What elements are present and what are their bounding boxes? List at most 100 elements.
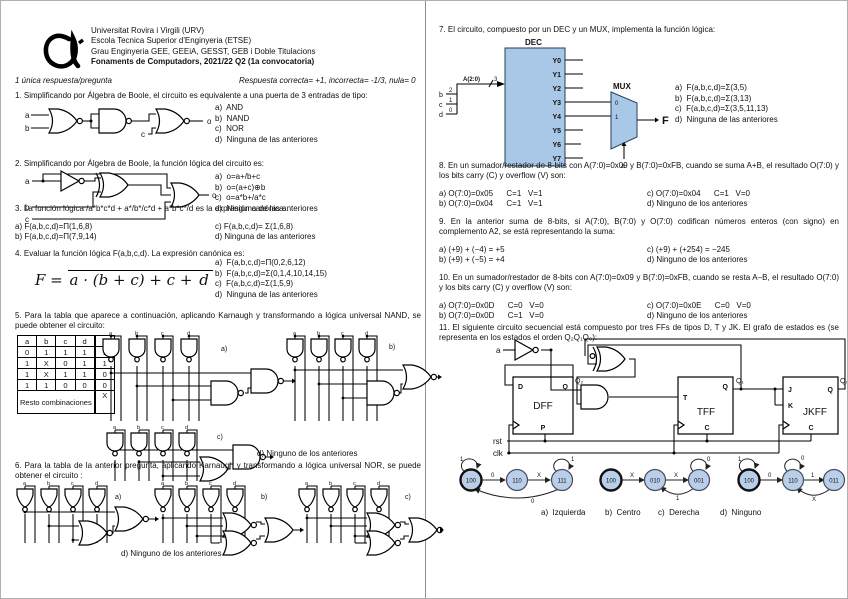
nand-inverter-icon — [106, 432, 124, 457]
wire-label: a — [113, 425, 117, 431]
dec-output-label: Y0 — [552, 58, 561, 65]
q10-option-a: a) O(7:0)=0x0D C=0 V=0 — [439, 301, 544, 310]
table-footer-row: Resto combinaciones X — [16, 390, 115, 414]
q3-option-a: a) F(a,b,c,d)=Π(1,6,8) — [15, 222, 93, 231]
q11-input-a-label: a — [496, 346, 501, 355]
wire-label: a — [305, 481, 309, 487]
q5-option-d: d) Ninguno de los anteriores — [257, 449, 358, 458]
q2-option-d: d) Ninguna de las anteriores — [215, 203, 318, 213]
wire-label: c — [161, 425, 164, 431]
question-8-text: 8. En un sumador/restador de 8-bits con … — [439, 161, 839, 180]
instruction-left: 1 única respuesta/pregunta — [15, 76, 112, 85]
question-4-text: 4. Evaluar la función lógica F(a,b,c,d).… — [15, 249, 245, 258]
q6-circuit-c: a b c d c) — [298, 481, 444, 556]
wire-label: d — [95, 481, 98, 487]
clock-triangle-icon — [512, 420, 521, 430]
nand-inverter-icon — [310, 338, 328, 363]
nor-inverter-icon — [40, 488, 58, 513]
edge-label: 0 — [491, 473, 495, 479]
q5-option-a-label: a) — [221, 346, 227, 353]
tff-output-label: Q₁ — [736, 378, 744, 385]
q1-input-c-label: c — [141, 130, 145, 139]
jkff-block — [782, 376, 839, 435]
dec-output-label: Y6 — [552, 142, 561, 149]
q1-output-label: o — [207, 117, 212, 126]
edge-label: 1 — [571, 457, 575, 463]
nor-inverter-icon — [16, 488, 34, 513]
edge-label: 1 — [676, 496, 680, 502]
jkff-k-label: K — [788, 403, 793, 410]
q7-dec-mux-diagram: DEC b c d 2 1 0 A(2:0) 3 Y0 Y1 Y2 Y3 Y4 … — [439, 38, 669, 170]
question-6-text: 6. Para la tabla de la anterior pregunta… — [15, 461, 421, 480]
edge-label: 0 — [768, 473, 772, 479]
tff-q-label: Q — [723, 384, 729, 391]
document-header: Universitat Rovira i Virgili (URV) Escol… — [91, 26, 421, 68]
q6-circuit-a: a b c d a) — [16, 481, 159, 546]
nor-inverter-icon — [154, 488, 172, 513]
q11-option-a: a) Izquierda — [541, 508, 586, 517]
nand-gate-icon — [98, 108, 132, 134]
q2-input-c-label: c — [25, 215, 29, 224]
clk-label: clk — [493, 449, 504, 458]
nor-gate-icon — [402, 364, 437, 390]
q8-option-c: c) O(7:0)=0x04 C=1 V=0 — [647, 189, 750, 198]
mux-port-1: 1 — [615, 115, 619, 121]
dff-output-label: Q₂ — [575, 378, 583, 385]
nor-output-gate-icon — [155, 108, 190, 134]
question-7-options: a) F(a,b,c,d)=Σ(3,5) b) F(a,b,c,d)=Σ(3,1… — [675, 83, 778, 125]
bit-1-label: 1 — [449, 98, 453, 104]
q5-footer-label: Resto combinaciones — [16, 390, 96, 414]
mux-block — [610, 91, 638, 150]
mux-label: MUX — [613, 82, 631, 91]
dec-output-label: Y3 — [552, 100, 561, 107]
nor-inverter-icon — [322, 488, 340, 513]
nand-inverter-icon — [358, 338, 376, 363]
nand-inverter-icon — [130, 432, 148, 457]
dec-output-label: Y2 — [552, 86, 561, 93]
q9-option-a: a) (+9) + (−4) = +5 — [439, 245, 505, 254]
question-11-text: 11. El siguiente circuito secuencial est… — [439, 323, 839, 342]
dec-input-c: c — [439, 102, 443, 109]
state-node — [459, 468, 483, 492]
state-label: 111 — [557, 479, 567, 485]
q2-option-b: b) o=(a+c)⊕b — [215, 182, 266, 192]
edge-label: 0 — [801, 456, 805, 462]
dff-block — [512, 376, 574, 435]
bit-0-label: 0 — [449, 108, 453, 114]
nor-inverter-icon — [64, 488, 82, 513]
q11-option-c: c) Derecha — [658, 508, 700, 517]
dec-input-b: b — [439, 92, 443, 99]
jkff-j-label: J — [788, 387, 792, 394]
q1-option-a: a) AND — [215, 103, 244, 112]
header-degrees: Grau Enginyeria GEE, GEEiA, GESST, GEB i… — [91, 46, 316, 56]
edge-label: 0 — [531, 499, 535, 505]
edge-label: X — [537, 473, 541, 479]
q5-th-a: a — [16, 335, 38, 347]
q9-option-c: c) (+9) + (+254) = −245 — [647, 245, 730, 254]
nand-inverter-icon — [128, 338, 146, 363]
wire-label: b — [137, 425, 140, 431]
jkff-q-label: Q — [828, 387, 834, 394]
header-course: Fonaments de Computadors, 2021/22 Q2 (1a… — [91, 57, 315, 67]
nand-gate-icon — [366, 380, 400, 406]
nand-inverter-icon — [154, 432, 172, 457]
question-10-text: 10. En un sumador/restador de 8-bits con… — [439, 273, 839, 292]
nor-gate-icon — [114, 506, 149, 532]
dec-output-label: Y5 — [552, 128, 561, 135]
edge-label: X — [630, 473, 634, 479]
edge-label: X — [674, 473, 678, 479]
nor-inverter-icon — [178, 488, 196, 513]
jkff-output-label: Q₀ — [840, 378, 848, 385]
question-3-text: 3. La función lógica /a*b*c*d + a*/b*/c*… — [15, 204, 286, 213]
q6-option-b-label: b) — [261, 494, 267, 501]
or-gate-icon — [264, 517, 294, 543]
wire-label: b — [317, 331, 320, 337]
q11-option-d: d) Ninguno — [720, 508, 762, 517]
state-label: 001 — [694, 479, 705, 485]
wire-label: b — [185, 481, 188, 487]
wire-label: c — [71, 481, 74, 487]
nand-inverter-icon — [286, 338, 304, 363]
state-graph-left: 1 0 X 1 0 100 110 111 — [459, 457, 575, 505]
question-1-circuit: a b c o — [25, 108, 212, 139]
